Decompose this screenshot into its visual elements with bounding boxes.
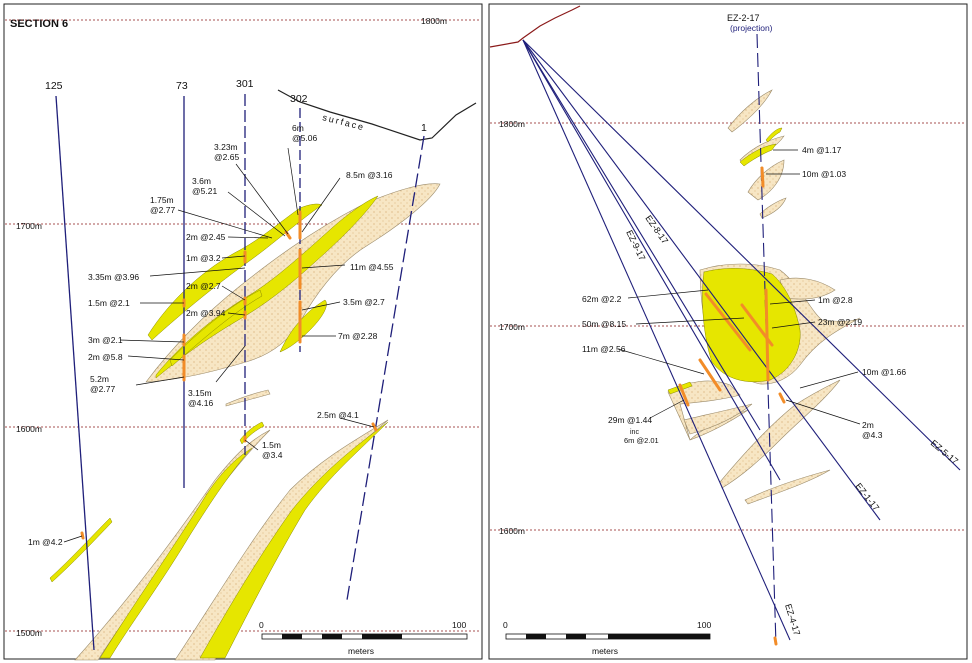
intercept-label: 1m @3.2 [186,253,221,263]
leader-lines-left [63,147,375,543]
intercept-label: 2m @5.8 [88,352,123,362]
high-grade-zones [49,195,389,659]
scale-end: 100 [697,620,711,630]
surface-line-right [489,5,581,48]
intercept-labels-right: 4m @1.17 10m @1.03 62m @2.2 1m @2.8 50m … [582,145,906,445]
intercept-label: 10m @1.03 [802,169,846,179]
leader-lines-right [617,149,861,425]
intercept-label: inc [630,429,639,436]
intercept-label: 5.2m@2.77 [90,374,115,394]
intercept-label: 2m @3.94 [186,308,226,318]
hole-label-125: 125 [45,80,63,92]
high-grade-zones-right [667,127,801,395]
elevation-label-1700: 1700m [16,221,42,231]
intercept-label: 3.6m@5.21 [192,176,217,196]
intercept-label: 3.5m @2.7 [343,297,385,307]
elevation-label-1700: 1700m [499,322,525,332]
intercept-label: 1m @4.2 [28,537,63,547]
projection-note: (projection) [730,23,773,33]
elevation-label-1500: 1500m [16,628,42,638]
intercept-label: 1m @2.8 [818,295,853,305]
scale-unit: meters [592,646,618,656]
elevation-lines [5,19,481,632]
elevation-label-1600: 1600m [16,424,42,434]
surface-line [277,89,477,141]
intercept-label: 2m @2.7 [186,281,221,291]
intercept-segments-right [678,166,786,646]
right-panel: 1800m 1700m 1600m [488,3,968,660]
intercept-label: 1.5m@3.4 [262,440,283,460]
intercept-label: 1.5m @2.1 [88,298,130,308]
intercept-label: 3.35m @3.96 [88,272,139,282]
intercept-label: 3m @2.1 [88,335,123,345]
scale-start: 0 [503,620,508,630]
scale-bar-left: 0 100 meters [259,620,468,656]
intercept-label: 3.15m@4.16 [188,388,213,408]
intercept-label: 50m @8.15 [582,319,626,329]
section-title: SECTION 6 [10,18,68,30]
intercept-label: 11m @4.55 [350,262,394,272]
hole-label-1: 1 [421,122,427,134]
intercept-label: 29m @1.44 [608,415,652,425]
elevation-label-1800: 1800m [499,119,525,129]
intercept-label: 10m @1.66 [862,367,906,377]
elevation-label-1800: 1800m [421,16,447,26]
left-panel: SECTION 6 1800m 1700m 1600m 1500m surfac… [3,3,483,661]
elevation-label-1600: 1600m [499,526,525,536]
intercept-label: 2.5m @4.1 [317,410,359,420]
intercept-label: 62m @2.2 [582,294,622,304]
intercept-label: 3.23m@2.65 [214,142,239,162]
intercept-label: 7m @2.28 [338,331,378,341]
intercept-label: 6m@5.06 [292,123,317,143]
hole-label-ez-2-17: EZ-2-17 [727,13,760,23]
intercept-label: 1.75m@2.77 [150,195,175,215]
intercept-label: 11m @2.56 [582,344,626,354]
hole-label-301: 301 [236,78,254,90]
hole-label-302: 302 [290,93,308,105]
scale-start: 0 [259,620,264,630]
scale-end: 100 [452,620,466,630]
intercept-label: 6m @2.01 [624,436,659,445]
intercept-label: 2m@4.3 [862,420,883,440]
intercept-label: 23m @2.19 [818,317,862,327]
scale-bar-right: 0 100 meters [503,620,711,656]
drillholes-left [55,94,425,651]
intercept-label: 8.5m @3.16 [346,170,393,180]
intercept-labels-left: 6m@5.06 3.23m@2.65 3.6m@5.21 1.75m@2.77 … [28,123,394,547]
hole-label-73: 73 [176,80,188,92]
scale-unit: meters [348,646,374,656]
intercept-label: 2m @2.45 [186,232,226,242]
intercept-label: 4m @1.17 [802,145,842,155]
